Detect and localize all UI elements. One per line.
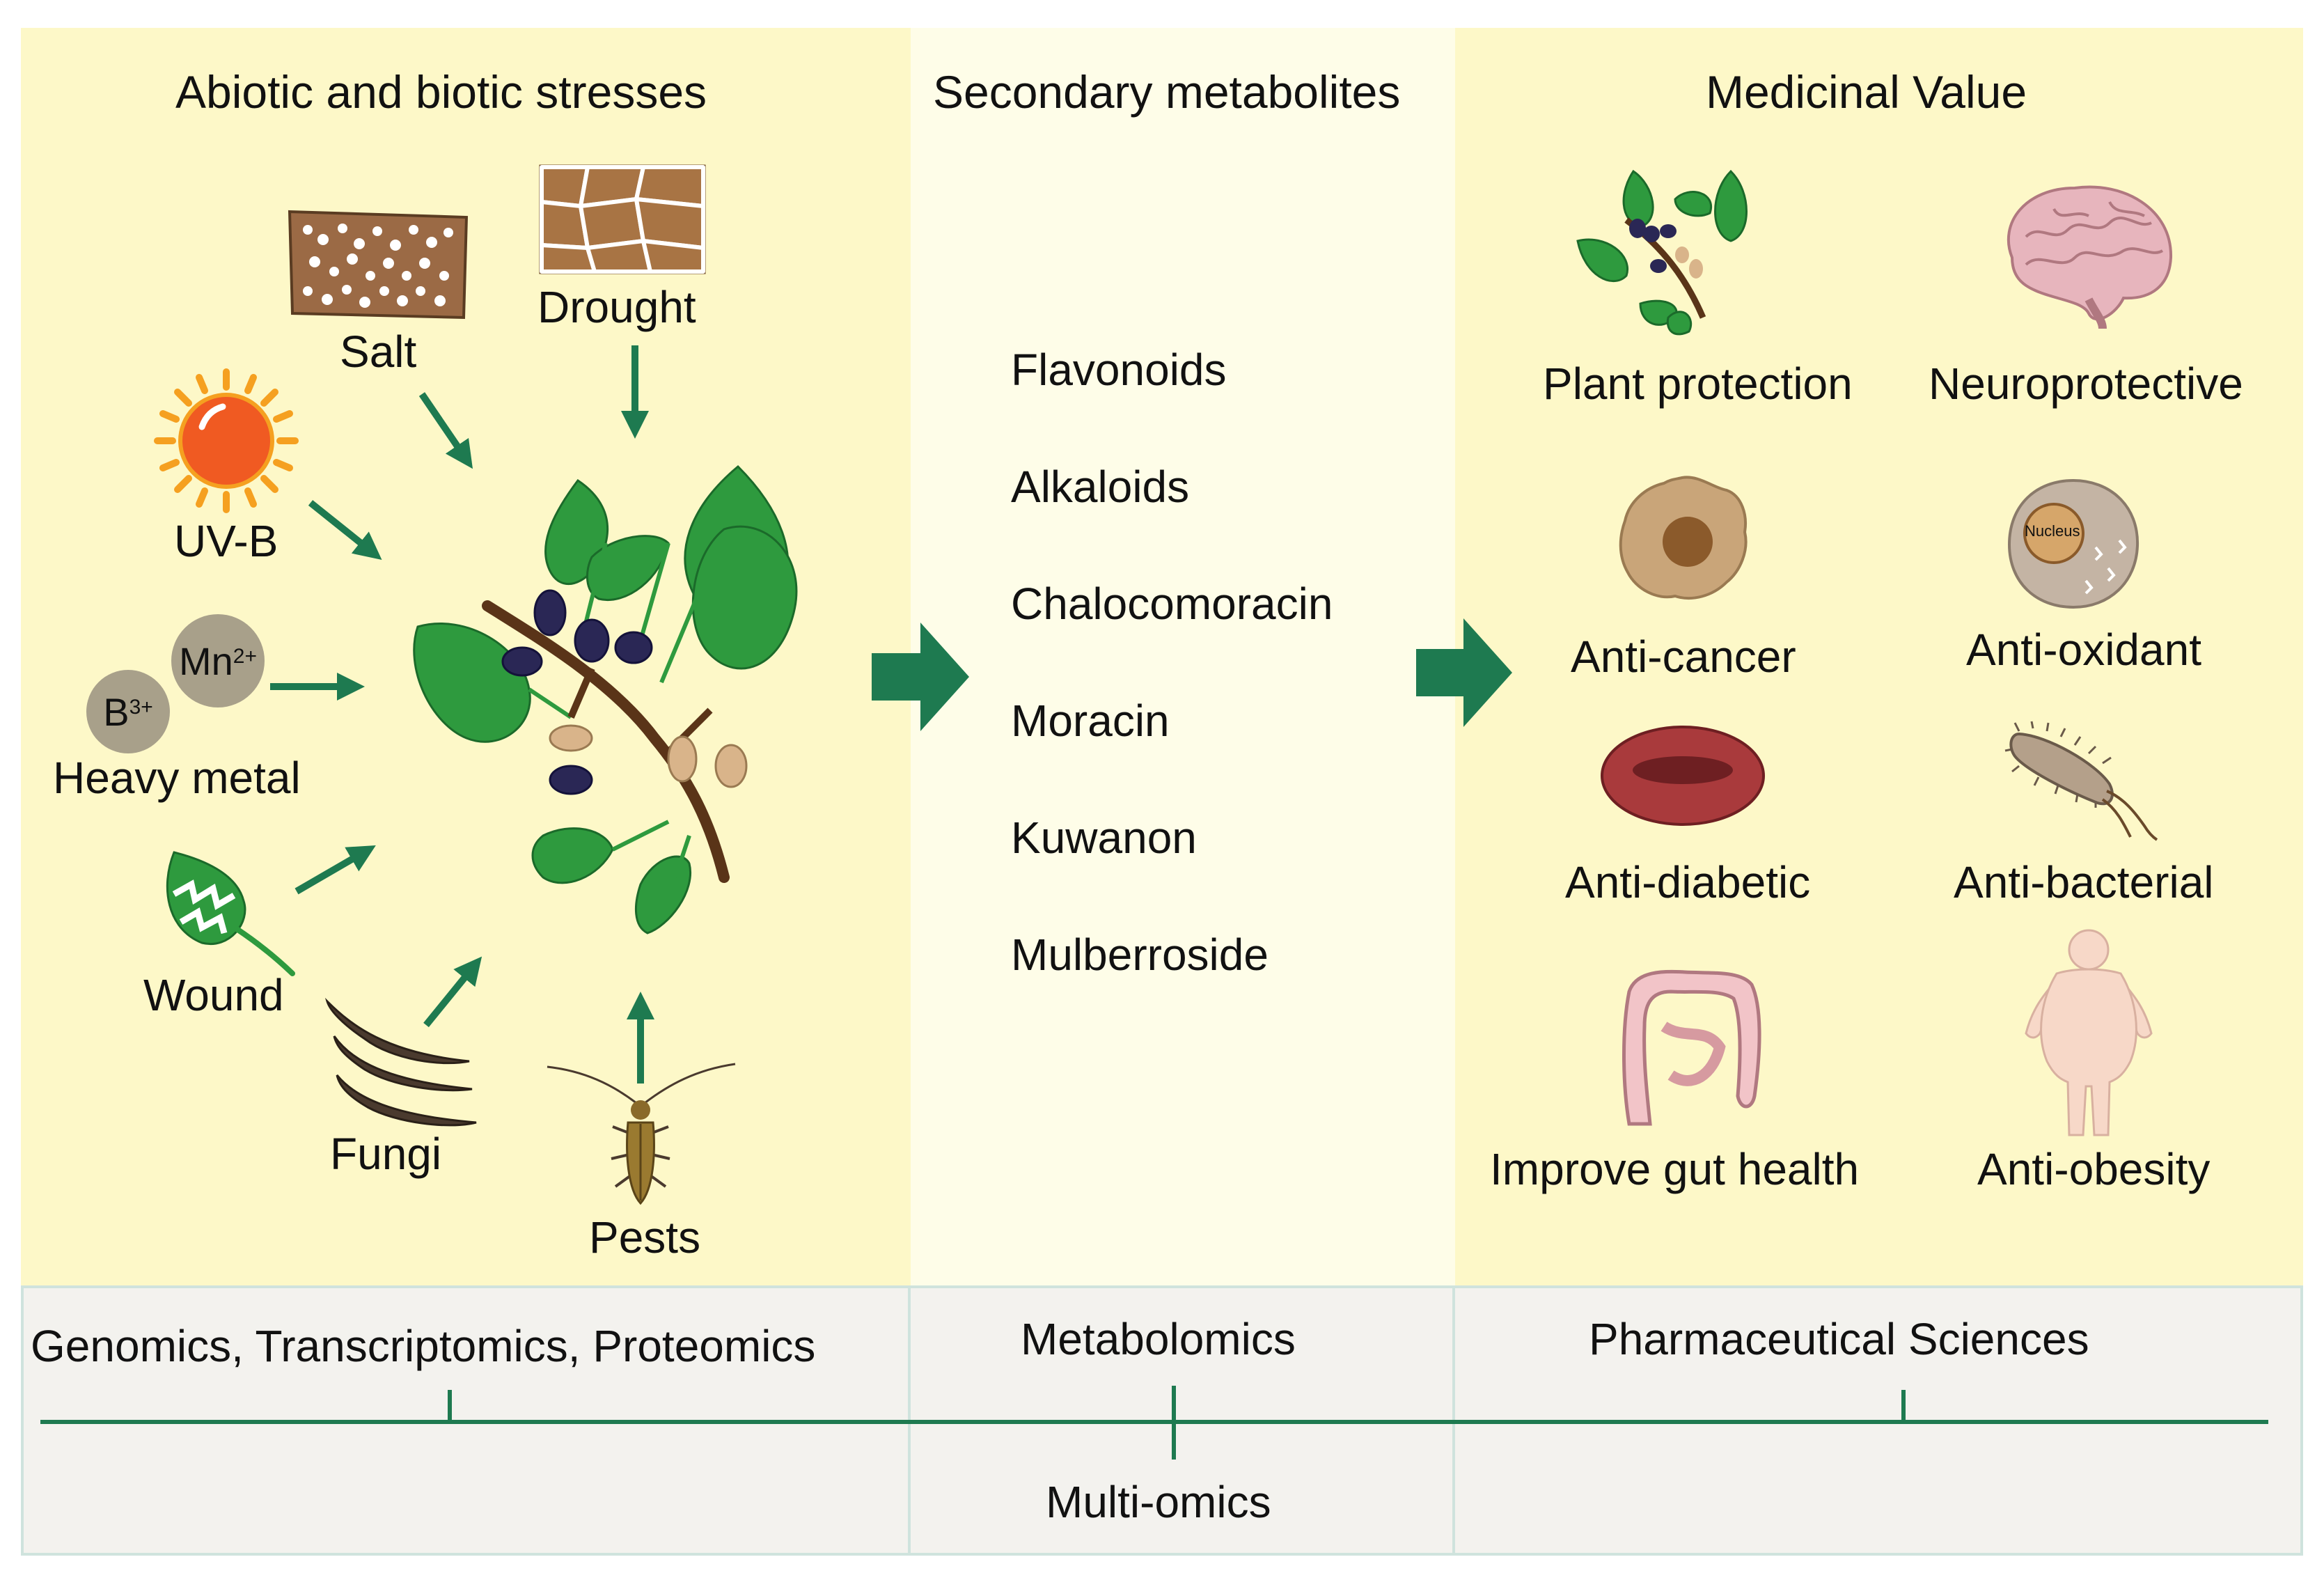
gut-health-label: Improve gut health: [1490, 1144, 1860, 1194]
salt-label: Salt: [340, 327, 417, 377]
omics-metabolomics-label: Metabolomics: [1021, 1314, 1296, 1364]
anti-bacterial-label: Anti-bacterial: [1954, 857, 2214, 907]
sun-icon: [154, 368, 299, 513]
anti-obesity-label: Anti-obesity: [1977, 1144, 2211, 1194]
mn-symbol: Mn: [178, 639, 233, 683]
nucleus-label: Nucleus: [2025, 522, 2080, 540]
wound-arrow: [295, 845, 376, 895]
header-medicinal: Medicinal Value: [1706, 66, 2027, 118]
b-charge: 3+: [129, 696, 153, 719]
bacterium-icon: [2004, 721, 2158, 841]
neuroprotective-label: Neuroprotective: [1929, 359, 2243, 409]
pests-label: Pests: [589, 1212, 701, 1262]
salt-arrow: [418, 392, 473, 469]
arrow-to-medicinal: [1416, 618, 1512, 727]
metabolite-item: Mulberroside: [1011, 930, 1269, 980]
omics-pharma-label: Pharmaceutical Sciences: [1589, 1314, 2089, 1364]
anti-oxidant-label: Anti-oxidant: [1966, 625, 2201, 675]
uvb-label: UV-B: [174, 516, 278, 566]
header-stresses: Abiotic and biotic stresses: [175, 66, 707, 118]
metabolite-item: Chalocomoracin: [1011, 579, 1333, 629]
wounded-leaf-icon: [166, 851, 295, 976]
b-symbol: B: [103, 689, 129, 734]
body-icon: [2025, 929, 2153, 1136]
metabolite-item: Flavonoids: [1011, 345, 1227, 395]
omics-genomics-label: Genomics, Transcriptomics, Proteomics: [31, 1321, 816, 1371]
mulberry-branch-icon: [413, 464, 798, 934]
beetle-icon: [547, 1063, 736, 1205]
fungi-arrow: [423, 956, 482, 1028]
metabolite-item: Kuwanon: [1011, 813, 1197, 863]
oxidant-cell-icon: [2007, 478, 2140, 609]
omics-timeline: [40, 1386, 2268, 1460]
fungi-label: Fungi: [330, 1129, 442, 1179]
header-metabolites: Secondary metabolites: [933, 66, 1401, 118]
anti-diabetic-label: Anti-diabetic: [1565, 857, 1811, 907]
plant-protection-label: Plant protection: [1543, 359, 1853, 409]
drought-icon: [539, 164, 706, 274]
metabolite-item: Alkaloids: [1011, 462, 1190, 512]
anti-cancer-label: Anti-cancer: [1571, 632, 1796, 682]
metabolite-item: Moracin: [1011, 696, 1170, 746]
salt-icon: [288, 210, 469, 320]
wound-label: Wound: [143, 970, 284, 1020]
cancer-cell-icon: [1619, 476, 1748, 600]
fungi-icon: [324, 997, 477, 1127]
arrow-to-metabolites: [872, 623, 969, 731]
stress-arrows: [270, 345, 654, 1084]
omics-multi-label: Multi-omics: [1046, 1477, 1271, 1527]
brain-icon: [2007, 185, 2173, 329]
blood-cell-icon: [1601, 726, 1765, 826]
drought-label: Drought: [537, 282, 696, 332]
heavy-metal-label: Heavy metal: [53, 753, 301, 803]
uvb-arrow: [308, 500, 382, 560]
intestine-icon: [1622, 969, 1761, 1126]
mn-charge: 2+: [233, 645, 257, 668]
metabolites-panel: [911, 28, 1455, 1285]
plant-protection-icon: [1576, 169, 1748, 336]
